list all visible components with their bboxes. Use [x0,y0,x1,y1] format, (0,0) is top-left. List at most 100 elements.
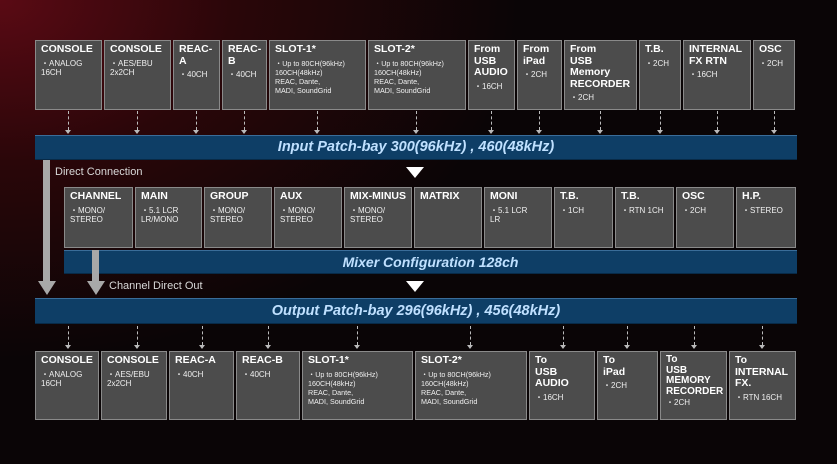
connector-line [470,326,471,345]
input-source-console-aes: CONSOLE ・AES/EBU 2x2CH [104,40,171,110]
connector-line [762,326,763,345]
connector-line [137,326,138,345]
source-detail: ・Up to 80CH(96kHz) 160CH(48kHz) REAC, Da… [374,58,444,95]
connector-line [563,326,564,345]
mixer-block-channel: CHANNEL ・MONO/ STEREO [64,187,133,248]
dest-detail: ・Up to 80CH(96kHz) 160CH(48kHz) REAC, Da… [308,369,378,406]
connector-arrowhead [597,130,603,134]
connector-line [774,111,775,130]
dest-title: REAC-B [242,354,283,366]
output-dest-reac-b: REAC-B ・40CH [236,351,300,420]
connector-line [196,111,197,130]
mixer-block-detail: ・MONO/ STEREO [70,205,106,225]
mixer-block-detail: ・5.1 LCR LR/MONO [141,205,179,225]
mixer-block-detail: ・STEREO [742,205,783,215]
mixer-block-title: AUX [280,190,303,202]
source-detail: ・2CH [523,70,548,79]
connector-arrowhead [657,130,663,134]
connector-arrowhead [241,130,247,134]
source-title: OSC [759,43,782,55]
connector-arrowhead [134,345,140,349]
mixer-block-title: MONI [490,190,518,202]
input-source-reac-b: REAC-B ・40CH [222,40,267,110]
connector-arrowhead [771,130,777,134]
down-triangle-icon [406,167,424,178]
connector-arrowhead [536,130,542,134]
output-dest-ipad: To iPad ・2CH [597,351,658,420]
mixer-config-label: Mixer Configuration 128ch [342,254,519,270]
connector-arrowhead [134,130,140,134]
connector-arrowhead [65,130,71,134]
dest-detail: ・RTN 16CH [735,392,782,402]
mixer-block-title: T.B. [621,190,640,202]
input-source-osc: OSC ・2CH [753,40,795,110]
mixer-block-mix-minus: MIX-MINUS ・MONO/ STEREO [344,187,412,248]
mixer-block-talkback: T.B. ・1CH [554,187,613,248]
connector-arrowhead [65,345,71,349]
input-source-internal-fx: INTERNAL FX RTN ・16CH [683,40,751,110]
input-patchbay-label: Input Patch-bay 300(96kHz) , 460(48kHz) [277,139,555,155]
source-title: SLOT-2* [374,43,415,55]
mixer-block-talkback-rtn: T.B. ・RTN 1CH [615,187,674,248]
dest-title: CONSOLE [107,354,159,366]
mixer-block-matrix: MATRIX [414,187,482,248]
input-source-ipad: From iPad ・2CH [517,40,562,110]
mixer-config-bar: Mixer Configuration 128ch [64,250,797,274]
dest-detail: ・ANALOG 16CH [41,369,83,389]
input-source-reac-a: REAC-A ・40CH [173,40,220,110]
dest-title: SLOT-2* [421,354,462,366]
connector-line [600,111,601,130]
input-patchbay-bar: Input Patch-bay 300(96kHz) , 460(48kHz) [35,135,797,160]
dest-title: To iPad [603,354,626,378]
channel-direct-out-label: Channel Direct Out [109,280,203,292]
source-title: SLOT-1* [275,43,316,55]
connector-arrowhead [759,345,765,349]
dest-detail: ・Up to 80CH(96kHz) 160CH(48kHz) REAC, Da… [421,369,491,406]
connector-line [627,326,628,345]
dest-title: CONSOLE [41,354,93,366]
mixer-block-aux: AUX ・MONO/ STEREO [274,187,342,248]
connector-arrowhead [714,130,720,134]
connector-line [660,111,661,130]
source-detail: ・40CH [228,70,257,79]
mixer-block-detail: ・5.1 LCR LR [490,205,528,225]
source-title: CONSOLE [41,43,93,55]
source-detail: ・40CH [179,70,208,79]
mixer-block-group: GROUP ・MONO/ STEREO [204,187,272,248]
connector-arrowhead [467,345,473,349]
connector-arrowhead [354,345,360,349]
connector-arrowhead [265,345,271,349]
mixer-block-detail: ・2CH [682,205,707,215]
connector-line [491,111,492,130]
dest-detail: ・2CH [603,381,628,390]
connector-line [244,111,245,130]
connector-line [694,326,695,345]
output-dest-slot-2: SLOT-2* ・Up to 80CH(96kHz) 160CH(48kHz) … [415,351,527,420]
input-source-talkback: T.B. ・2CH [639,40,681,110]
output-dest-reac-a: REAC-A ・40CH [169,351,234,420]
down-arrow-icon [87,281,105,295]
mixer-block-title: T.B. [560,190,579,202]
input-source-usb-recorder: From USB Memory RECORDER ・2CH [564,40,637,110]
source-title: REAC-A [179,43,213,67]
connector-line [717,111,718,130]
mixer-block-title: OSC [682,190,705,202]
connector-line [268,326,269,345]
mixer-block-detail: ・1CH [560,205,585,215]
source-title: From USB Memory RECORDER [570,43,631,90]
mixer-block-detail: ・RTN 1CH [621,205,664,215]
mixer-block-title: MIX-MINUS [350,190,406,202]
input-source-console-analog: CONSOLE ・ANALOG 16CH [35,40,102,110]
source-detail: ・ANALOG 16CH [41,58,83,78]
input-source-slot-1: SLOT-1* ・Up to 80CH(96kHz) 160CH(48kHz) … [269,40,366,110]
source-detail: ・2CH [645,58,670,68]
connector-arrowhead [624,345,630,349]
dest-detail: ・2CH [666,398,691,407]
output-patchbay-bar: Output Patch-bay 296(96kHz) , 456(48kHz) [35,298,797,324]
dest-title: To INTERNAL FX. [735,354,789,389]
connector-line [416,111,417,130]
source-detail: ・Up to 80CH(96kHz) 160CH(48kHz) REAC, Da… [275,58,345,95]
dest-title: To USB MEMORY RECORDER [666,354,724,397]
output-dest-usb-recorder: To USB MEMORY RECORDER ・2CH [660,351,727,420]
mixer-block-osc: OSC ・2CH [676,187,734,248]
